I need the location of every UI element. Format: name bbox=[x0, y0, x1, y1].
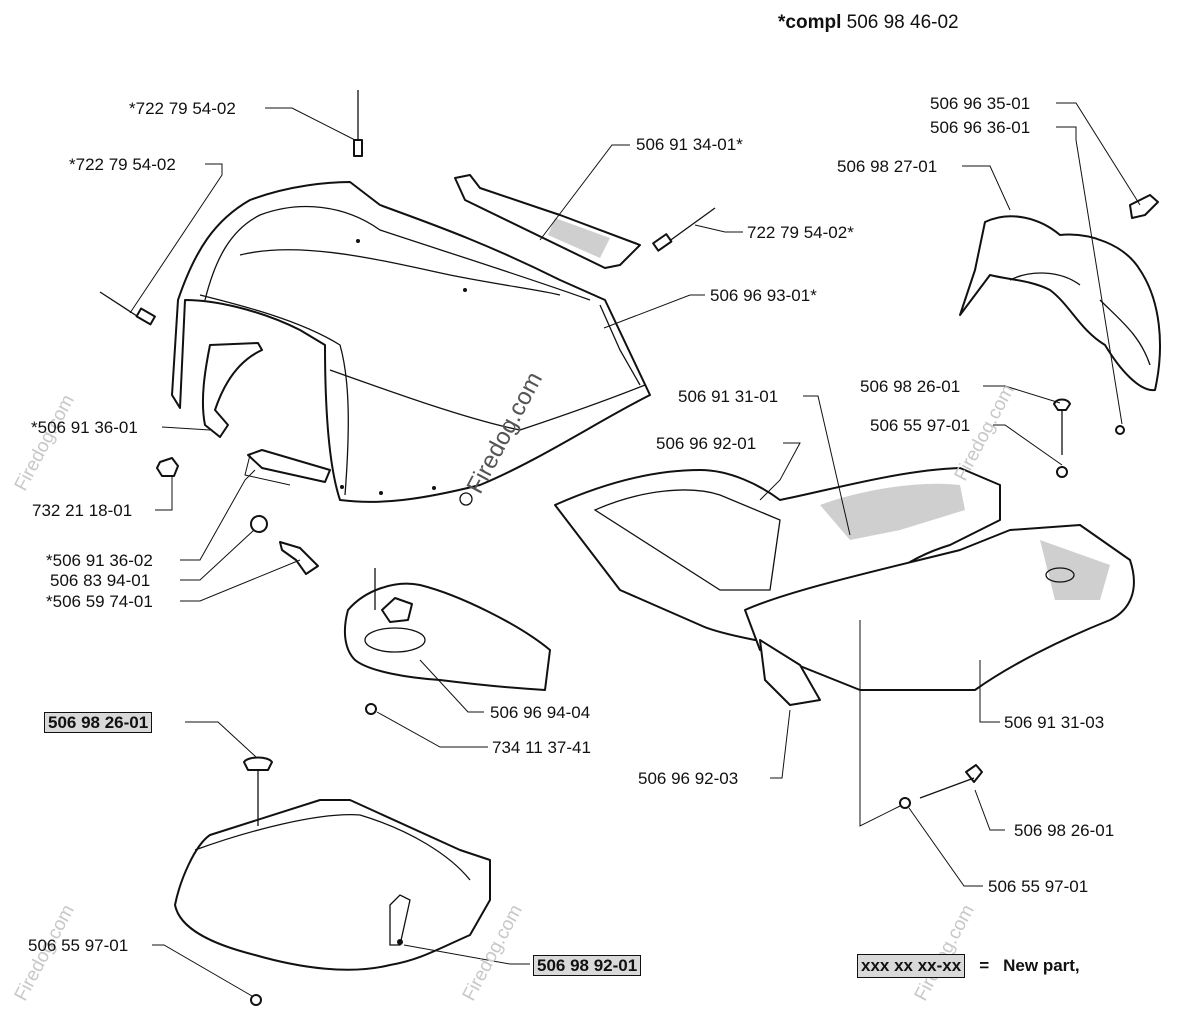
label-pin-right: 722 79 54-02* bbox=[747, 223, 854, 242]
label-washer-mid: 506 55 97-01 bbox=[870, 416, 971, 435]
leader-lines bbox=[129, 102, 1141, 997]
cover-part bbox=[174, 756, 491, 1006]
label-funnel: 506 96 94-04 bbox=[490, 703, 591, 722]
compl-number: 506 98 46-02 bbox=[846, 12, 959, 33]
label-screw-low: 506 98 26-01 bbox=[1014, 821, 1115, 840]
label-nut: 732 21 18-01 bbox=[32, 501, 133, 520]
funnel-part bbox=[343, 568, 551, 715]
label-boxed-cover: 506 98 92-01 bbox=[533, 955, 642, 976]
hood-part bbox=[171, 181, 651, 506]
legend-text: New part, bbox=[1003, 956, 1080, 975]
label-pin-left: *722 79 54-02 bbox=[69, 155, 176, 174]
label-washer-low: 506 55 97-01 bbox=[988, 877, 1089, 896]
pin-parts bbox=[99, 90, 716, 326]
label-washer-cover: 506 55 97-01 bbox=[28, 936, 129, 955]
label-bracket-bottom: *506 91 36-02 bbox=[46, 551, 153, 570]
legend-swatch: xxx xx xx-xx bbox=[857, 954, 966, 978]
label-washer: 506 83 94-01 bbox=[50, 571, 151, 590]
label-pad-right: 506 91 31-03 bbox=[1004, 713, 1105, 732]
label-pin-top: *722 79 54-02 bbox=[129, 99, 236, 118]
label-screw: *506 59 74-01 bbox=[46, 592, 153, 611]
guard-part bbox=[959, 194, 1161, 435]
bracket-part bbox=[201, 342, 331, 486]
fender-part bbox=[554, 467, 1135, 706]
label-plate-top: 506 91 34-01* bbox=[636, 135, 743, 154]
label-fender: 506 96 92-01 bbox=[656, 434, 757, 453]
legend: xxx xx xx-xx = New part, bbox=[857, 954, 1080, 978]
label-bracket-left: *506 91 36-01 bbox=[31, 418, 138, 437]
legend-equals: = bbox=[979, 956, 990, 975]
compl-prefix: *compl bbox=[778, 12, 842, 33]
label-screw-mid: 506 98 26-01 bbox=[860, 377, 961, 396]
small-hardware bbox=[899, 398, 1071, 809]
fastener-parts bbox=[156, 457, 319, 575]
plate-part bbox=[454, 174, 641, 269]
compl-header: *compl 506 98 46-02 bbox=[778, 13, 959, 32]
label-pad-left: 506 91 31-01 bbox=[678, 387, 779, 406]
label-boxed-screw: 506 98 26-01 bbox=[44, 712, 153, 733]
label-fender-bracket: 506 96 92-03 bbox=[638, 769, 739, 788]
label-hood: 506 96 93-01* bbox=[710, 286, 817, 305]
label-knob-b: 506 96 36-01 bbox=[930, 118, 1031, 137]
label-knob-a: 506 96 35-01 bbox=[930, 94, 1031, 113]
label-funnel-washer: 734 11 37-41 bbox=[492, 738, 591, 757]
label-guard: 506 98 27-01 bbox=[837, 157, 938, 176]
